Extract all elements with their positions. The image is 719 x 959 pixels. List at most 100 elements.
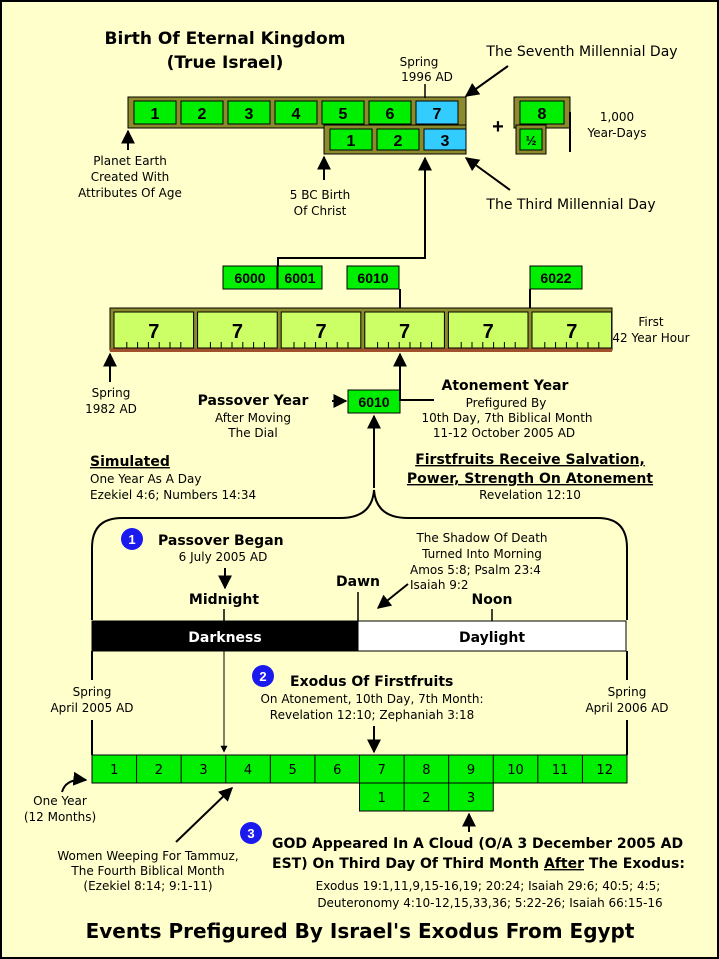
- exodus-l2: Revelation 12:10; Zephaniah 3:18: [270, 708, 474, 722]
- shadow-3: Amos 5:8; Psalm 23:4: [410, 563, 541, 577]
- label-box-6001: [277, 265, 323, 290]
- label-box-6022: [529, 265, 583, 290]
- month-sub-label-1: 1: [378, 791, 386, 806]
- month-label-2: 2: [155, 763, 163, 778]
- badge-2: [252, 665, 274, 687]
- spring-2005-1: Spring: [73, 685, 112, 699]
- one-year-1: One Year: [33, 794, 87, 808]
- half-box: [519, 128, 543, 151]
- spring-2005-2: April 2005 AD: [50, 701, 133, 715]
- first-hour-1: First: [638, 315, 664, 329]
- eighth-box: [519, 100, 565, 125]
- cloud-l3: Exodus 19:1,11,9,15-16,19; 20:24; Isaiah…: [316, 879, 661, 893]
- month-sub-label-2: 2: [422, 791, 430, 806]
- month-label-12: 12: [596, 763, 613, 778]
- third-day-label-3: 3: [441, 133, 450, 150]
- darkness-label: Darkness: [188, 630, 261, 646]
- day-label-6: 6: [386, 106, 395, 123]
- earth-created-3: Attributes Of Age: [78, 186, 182, 200]
- earth-created-1: Planet Earth: [93, 154, 167, 168]
- cloud-l2: EST) On Third Day Of Third Month After T…: [272, 856, 685, 872]
- month-label-11: 11: [552, 763, 569, 778]
- month-label-3: 3: [199, 763, 207, 778]
- firstfruits-l2: Power, Strength On Atonement: [407, 471, 653, 487]
- title-line2: (True Israel): [167, 53, 284, 73]
- day-label-1: 1: [151, 106, 160, 123]
- hour-label-3: 7: [315, 321, 326, 343]
- exodus-title: Exodus Of Firstfruits: [290, 674, 453, 690]
- noon-label: Noon: [472, 592, 513, 608]
- earth-created-2: Created With: [91, 170, 170, 184]
- day-box-4: [274, 100, 318, 125]
- spring-2006-1: Spring: [608, 685, 647, 699]
- year-6010: 6010 Passover Year After Moving The Dial…: [90, 352, 653, 502]
- day-box-1: [133, 100, 177, 125]
- day-diagram: 1 Passover Began 6 July 2005 AD Midnight…: [50, 489, 669, 755]
- label-6000: 6000: [234, 270, 265, 286]
- badge-2-label: 2: [259, 669, 266, 684]
- atonement-year-title: Atonement Year: [442, 378, 569, 394]
- day-box-7: [415, 100, 459, 125]
- month-label-9: 9: [467, 763, 475, 778]
- footer-title: Events Prefigured By Israel's Exodus Fro…: [86, 919, 635, 943]
- label-6001: 6001: [284, 270, 315, 286]
- month-label-8: 8: [422, 763, 430, 778]
- third-day-box-2: [376, 128, 420, 151]
- atonement-year-l3: 11-12 October 2005 AD: [433, 426, 575, 440]
- month-label-7: 7: [378, 763, 386, 778]
- day-box-6: [368, 100, 412, 125]
- month-label-1: 1: [110, 763, 118, 778]
- month-sub-label-3: 3: [467, 791, 475, 806]
- third-day-box-1: [329, 128, 373, 151]
- darkness-bar: [91, 620, 359, 652]
- day-box-2: [180, 100, 224, 125]
- seventh-day-arrow: [464, 65, 509, 97]
- plus-sign: +: [492, 116, 504, 138]
- label-box-6010: [346, 265, 400, 290]
- connector-6000-to-1996: [277, 156, 432, 266]
- day-label-3: 3: [245, 106, 254, 123]
- shadow-4: Isaiah 9:2: [410, 578, 469, 592]
- cloud-l4: Deuteronomy 4:10-12,15,33,36; 5:22-26; I…: [317, 896, 662, 910]
- shadow-arrow: [376, 583, 409, 609]
- month-label-5: 5: [288, 763, 296, 778]
- month-label-10: 10: [507, 763, 524, 778]
- hour-label-1: 7: [148, 321, 159, 343]
- tammuz-arrow: [175, 787, 234, 843]
- first-hour-2: 42 Year Hour: [612, 331, 689, 345]
- day-label-7: 7: [433, 106, 442, 123]
- birth-christ-2: Of Christ: [294, 204, 347, 218]
- exodus-l1: On Atonement, 10th Day, 7th Month:: [260, 692, 483, 706]
- hour-label-4: 7: [399, 321, 410, 343]
- atonement-year-l1: Prefigured By: [466, 396, 547, 410]
- seventh-day-label: The Seventh Millennial Day: [485, 44, 677, 60]
- third-day-label-2: 2: [394, 133, 403, 150]
- passover-date: 6 July 2005 AD: [179, 550, 268, 564]
- third-day-label: The Third Millennial Day: [485, 197, 655, 213]
- month-label-4: 4: [244, 763, 252, 778]
- simulated-l1: One Year As A Day: [90, 472, 201, 486]
- hour-label-5: 7: [483, 321, 494, 343]
- month-sub-bar: [359, 782, 494, 812]
- dawn-label: Dawn: [336, 574, 380, 590]
- shadow-1: The Shadow Of Death: [415, 531, 547, 545]
- cloud-l2-c: The Exodus:: [584, 856, 685, 872]
- label-6022: 6022: [540, 270, 571, 286]
- tammuz-1: Women Weeping For Tammuz,: [57, 849, 238, 863]
- one-year-2: (12 Months): [24, 810, 96, 824]
- passover-year-sub2: The Dial: [227, 426, 277, 440]
- passover-year-box-label: 6010: [358, 394, 389, 410]
- simulated-title: Simulated: [90, 454, 170, 470]
- day-label-4: 4: [292, 106, 301, 123]
- day-box-5: [321, 100, 365, 125]
- daylight-bar: [357, 620, 627, 652]
- hour-label-2: 7: [232, 321, 243, 343]
- shadow-2: Turned Into Morning: [421, 547, 542, 561]
- one-year-arrow: [61, 771, 88, 793]
- title-line1: Birth Of Eternal Kingdom: [105, 29, 346, 49]
- label-box-6000: [222, 265, 278, 290]
- badge-1: [121, 528, 143, 550]
- badge-3: [240, 822, 262, 844]
